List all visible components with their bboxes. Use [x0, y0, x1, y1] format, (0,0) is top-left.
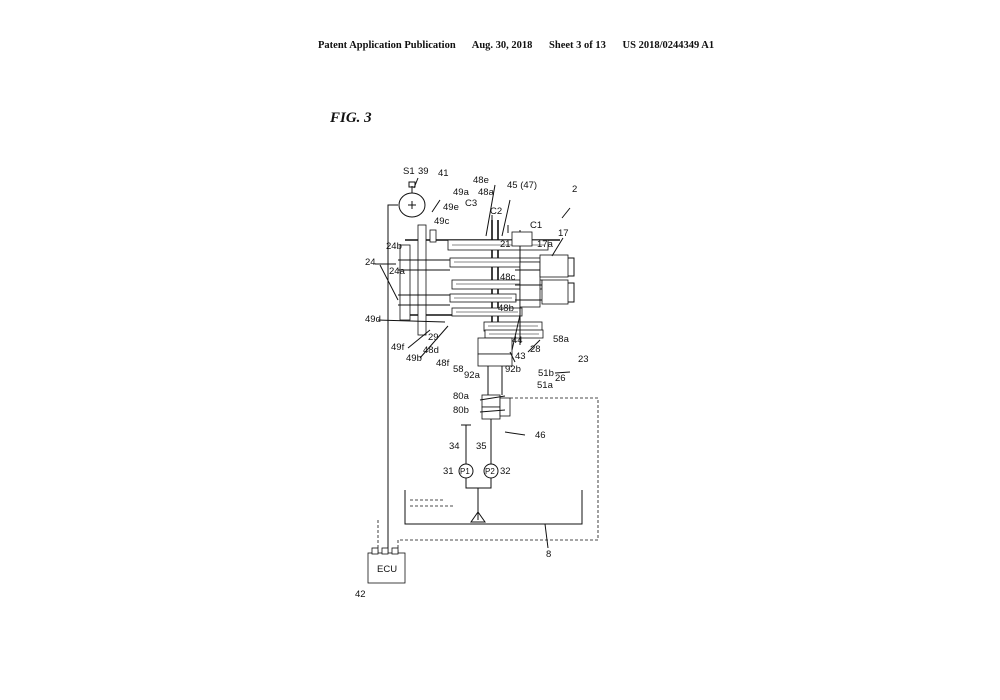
callout-80b: 80b	[453, 405, 469, 416]
callout-35: 35	[476, 441, 487, 452]
strainer	[470, 511, 486, 523]
callout-48a: 48a	[478, 187, 495, 198]
oil-tank	[404, 490, 583, 525]
callout-p1: P1	[460, 467, 470, 476]
callout-45-47: 45 (47)	[507, 180, 537, 191]
callout-58a: 58a	[553, 334, 570, 345]
callout-p2: P2	[485, 467, 495, 476]
callout-c2: C2	[490, 206, 502, 217]
callout-24b: 24b	[386, 241, 402, 252]
callout-48f: 48f	[436, 358, 450, 369]
callout-17a: 17a	[537, 239, 554, 250]
callout-29: 29	[428, 332, 439, 343]
clutch-51a	[477, 353, 513, 367]
callout-51b: 51b	[538, 368, 554, 379]
callout-8: 8	[546, 549, 551, 560]
callout-49e: 49e	[443, 202, 459, 213]
callout-92a: 92a	[464, 370, 481, 381]
callout-2: 2	[572, 184, 577, 195]
callout-26: 26	[555, 373, 566, 384]
callout-49f: 49f	[391, 342, 405, 353]
callout-49b: 49b	[406, 353, 422, 364]
callout-46: 46	[535, 430, 546, 441]
ecu-valve-wire	[397, 397, 599, 553]
gear-24	[399, 244, 411, 321]
callout-48c: 48c	[500, 272, 516, 283]
callout-c3: C3	[465, 198, 477, 209]
callout-92b: 92b	[505, 364, 521, 375]
publication-label: Patent Application Publication	[318, 40, 456, 51]
callout-44: 44	[512, 335, 523, 346]
callout-34: 34	[449, 441, 460, 452]
callout-24a: 24a	[389, 266, 406, 277]
publication-date: Aug. 30, 2018	[471, 40, 533, 51]
callout-23: 23	[578, 354, 589, 365]
callout-48d: 48d	[423, 345, 439, 356]
callout-21: 21	[500, 239, 511, 250]
callout-32: 32	[500, 466, 511, 477]
page-header: Patent Application Publication Aug. 30, …	[318, 40, 728, 51]
callout-80a: 80a	[453, 391, 470, 402]
callout-49a: 49a	[453, 187, 470, 198]
leader-8	[544, 523, 549, 549]
ecu-sensor-wire	[387, 204, 398, 553]
callout-49d: 49d	[365, 314, 381, 325]
callout-42: 42	[355, 589, 366, 600]
callout-24: 24	[365, 257, 376, 268]
valve-80b	[481, 406, 501, 420]
callout-51a: 51a	[537, 380, 554, 391]
gear-21	[511, 231, 533, 247]
crank-17	[539, 254, 569, 278]
callout-49c: 49c	[434, 216, 450, 227]
callout-39: 39	[418, 166, 429, 177]
sheet-label: Sheet 3 of 13	[549, 40, 606, 51]
callout-c1: C1	[530, 220, 542, 231]
publication-number: US 2018/0244349 A1	[622, 40, 715, 51]
callout-17: 17	[558, 228, 569, 239]
callout-s1: S1	[403, 166, 415, 177]
callout-58: 58	[453, 364, 464, 375]
callout-41: 41	[438, 168, 449, 179]
ecu	[367, 552, 406, 584]
figure-label: FIG. 3	[330, 110, 372, 126]
callout-43: 43	[515, 351, 526, 362]
ecu-label: ECU	[377, 564, 397, 575]
callout-31: 31	[443, 466, 454, 477]
callout-48b: 48b	[498, 303, 514, 314]
callout-48e: 48e	[473, 175, 489, 186]
clutch-51b	[477, 337, 513, 355]
callout-28: 28	[530, 344, 541, 355]
